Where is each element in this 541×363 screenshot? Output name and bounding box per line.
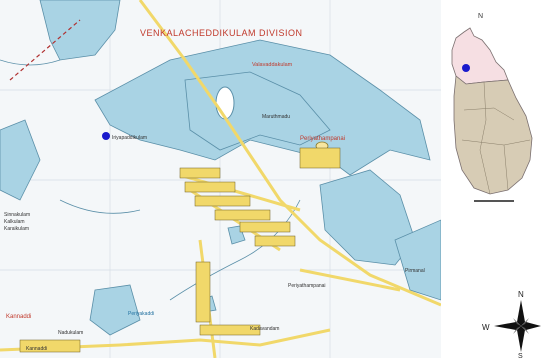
compass-south: S <box>518 353 523 358</box>
division-label: VENKALACHEDDIKULAM DIVISION <box>140 28 303 38</box>
east-road <box>299 268 401 292</box>
label-iriyapaddikulam: Iriyapaddikulam <box>112 135 147 141</box>
main-highway <box>138 0 441 307</box>
compass-star-icon <box>494 300 541 352</box>
south-tank <box>89 284 141 336</box>
label-periyathampanai-village: Periyathampanai <box>288 283 326 289</box>
label-left-1: Sinnakulam <box>4 212 30 218</box>
topographic-map: VENKALACHEDDIKULAM DIVISION Valavaddakul… <box>0 0 441 358</box>
compass-canvas: N W S <box>482 290 541 360</box>
village-blocks <box>19 147 341 353</box>
map-canvas: VENKALACHEDDIKULAM DIVISION Valavaddakul… <box>0 0 441 358</box>
district-boundaries <box>461 81 531 195</box>
compass-west: W <box>482 323 490 332</box>
village-road-1 <box>179 173 301 212</box>
streams <box>0 59 301 301</box>
northern-province <box>451 27 509 85</box>
label-pirmanal: Pirmanal <box>405 268 425 274</box>
label-maruthmadu: Maruthmadu <box>262 114 290 120</box>
label-nadukulam: Nadukulam <box>58 330 83 336</box>
water-bodies <box>0 0 441 336</box>
sri-lanka-inset-map: N <box>444 0 541 210</box>
label-kadavandam: Kadavandam <box>250 326 279 332</box>
label-left-3: Karaikulam <box>4 226 29 232</box>
inset-location-marker <box>462 64 470 72</box>
inset-scale-bar <box>474 200 514 202</box>
inset-north-label: N <box>478 13 483 20</box>
compass-north: N <box>518 290 524 299</box>
label-periyathampanai: Periyathampanai <box>300 136 345 142</box>
label-left-2: Kalkulam <box>4 219 25 225</box>
label-valavaddakulam: Valavaddakulam <box>252 62 293 68</box>
railway <box>9 19 81 81</box>
label-kannaddi: Kannaddi <box>6 314 31 320</box>
label-kannaddi-south: Kannaddi <box>26 346 47 352</box>
north-reservoir <box>39 0 121 61</box>
far-east-water <box>394 219 441 301</box>
location-marker <box>102 132 110 140</box>
left-tank <box>0 119 41 201</box>
inset-canvas: N <box>451 13 533 202</box>
compass-rose: N W S <box>480 284 541 360</box>
rest-of-island <box>453 75 533 195</box>
tank-island <box>215 86 235 120</box>
label-periyakaddi: Periyakaddi <box>128 311 154 317</box>
